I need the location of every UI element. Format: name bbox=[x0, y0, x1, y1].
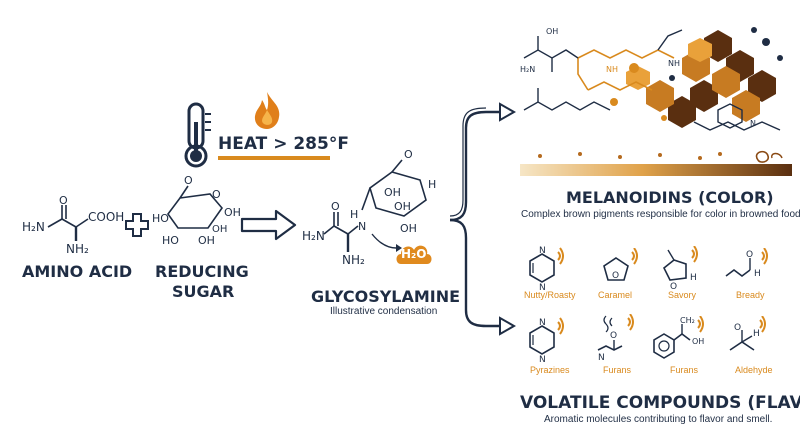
svg-text:H: H bbox=[754, 269, 761, 279]
phenyl-furan-icon: CH₂ OH bbox=[653, 316, 704, 359]
svg-text:OH: OH bbox=[198, 234, 215, 247]
volatiles-title: VOLATILE COMPOUNDS (FLAVOR) bbox=[520, 393, 800, 413]
amino-cooh: COOH bbox=[88, 210, 124, 224]
heat-underline bbox=[218, 156, 330, 160]
reducing-sugar-structure: O O HO OH HO OH OH bbox=[152, 174, 241, 247]
water-label: H₂O bbox=[401, 247, 427, 261]
thermometer-icon bbox=[184, 102, 211, 168]
svg-text:H: H bbox=[350, 208, 358, 221]
reducing-sugar-label-1: REDUCING bbox=[155, 262, 249, 281]
amino-acid-structure: H₂N O COOH NH₂ bbox=[22, 195, 124, 256]
svg-text:OH: OH bbox=[394, 200, 411, 213]
svg-text:O: O bbox=[59, 195, 68, 207]
amino-acid-label: AMINO ACID bbox=[22, 262, 133, 281]
pyrazine-icon: N N bbox=[529, 246, 564, 290]
flavor-caramel: Caramel bbox=[598, 290, 633, 300]
svg-text:N: N bbox=[358, 220, 366, 233]
svg-text:N: N bbox=[539, 246, 546, 256]
water-droplet-icon bbox=[396, 245, 432, 264]
svg-text:O: O bbox=[670, 282, 677, 290]
svg-text:HO: HO bbox=[152, 212, 169, 225]
svg-text:OH: OH bbox=[384, 186, 401, 199]
svg-text:NH: NH bbox=[668, 59, 680, 68]
glycosylamine-caption: Illustrative condensation bbox=[330, 306, 438, 317]
svg-text:O: O bbox=[612, 271, 619, 281]
plus-icon bbox=[125, 213, 149, 237]
svg-text:H₂N: H₂N bbox=[520, 65, 535, 74]
furan-amide-icon: O N bbox=[597, 314, 634, 362]
svg-text:N: N bbox=[598, 353, 605, 362]
svg-text:OH: OH bbox=[400, 222, 417, 235]
svg-text:O: O bbox=[184, 174, 193, 187]
aldehyde-icon: O H bbox=[729, 316, 766, 351]
reducing-sugar-label-2: SUGAR bbox=[172, 282, 235, 301]
flame-icon bbox=[254, 92, 280, 129]
svg-text:N: N bbox=[539, 355, 546, 362]
svg-text:OH: OH bbox=[692, 337, 704, 346]
flavor-nutty-roasty: Nutty/Roasty bbox=[524, 290, 576, 300]
glycosylamine-label: GLYCOSYLAMINE bbox=[311, 287, 461, 306]
svg-text:O: O bbox=[404, 148, 413, 161]
svg-text:O: O bbox=[212, 188, 221, 201]
compound-aldehyde: Aldehyde bbox=[735, 365, 773, 375]
amino-nh2-left: H₂N bbox=[22, 220, 45, 234]
svg-text:N: N bbox=[539, 318, 546, 328]
bready-aldehyde-icon: O H bbox=[725, 248, 768, 279]
compound-pyrazines: Pyrazines bbox=[530, 365, 570, 375]
svg-text:O: O bbox=[746, 250, 753, 260]
svg-text:N: N bbox=[539, 283, 546, 290]
melanoidins-description: Complex brown pigments responsible for c… bbox=[521, 209, 800, 220]
svg-text:N: N bbox=[750, 119, 756, 128]
volatiles-description: Aromatic molecules contributing to flavo… bbox=[544, 414, 773, 425]
svg-text:H: H bbox=[690, 273, 697, 283]
furanone-icon: O H bbox=[662, 246, 698, 290]
amino-nh2-bottom: NH₂ bbox=[66, 242, 89, 256]
svg-text:OH: OH bbox=[224, 206, 241, 219]
svg-text:NH: NH bbox=[606, 65, 618, 74]
svg-text:O: O bbox=[610, 331, 617, 341]
pyrazine-icon-2: N N bbox=[529, 317, 564, 362]
svg-text:H: H bbox=[428, 178, 436, 191]
svg-text:OH: OH bbox=[546, 27, 558, 36]
svg-text:H: H bbox=[753, 329, 760, 339]
svg-text:HO: HO bbox=[162, 234, 179, 247]
reaction-arrow bbox=[240, 209, 297, 241]
svg-text:OH: OH bbox=[212, 224, 227, 235]
svg-text:H₂N: H₂N bbox=[302, 229, 325, 243]
svg-text:O: O bbox=[331, 200, 340, 213]
flavor-bready: Bready bbox=[736, 290, 765, 300]
flavor-savory: Savory bbox=[668, 290, 697, 300]
svg-text:O: O bbox=[734, 323, 741, 333]
furan-icon: O bbox=[603, 248, 638, 281]
svg-text:CH₂: CH₂ bbox=[680, 316, 695, 325]
melanoidins-title: MELANOIDINS (COLOR) bbox=[566, 188, 774, 207]
glycosylamine-structure: O OH OH H OH H N O H₂N NH₂ bbox=[302, 148, 436, 267]
browning-gradient-bar bbox=[520, 150, 792, 176]
melanoidin-network: OH H₂N NH NH N bbox=[520, 27, 783, 131]
compound-furans-2: Furans bbox=[670, 365, 699, 375]
branch-brace bbox=[449, 102, 517, 336]
compound-furans-1: Furans bbox=[603, 365, 632, 375]
heat-label: HEAT > 285°F bbox=[218, 134, 349, 154]
svg-text:NH₂: NH₂ bbox=[342, 253, 365, 267]
